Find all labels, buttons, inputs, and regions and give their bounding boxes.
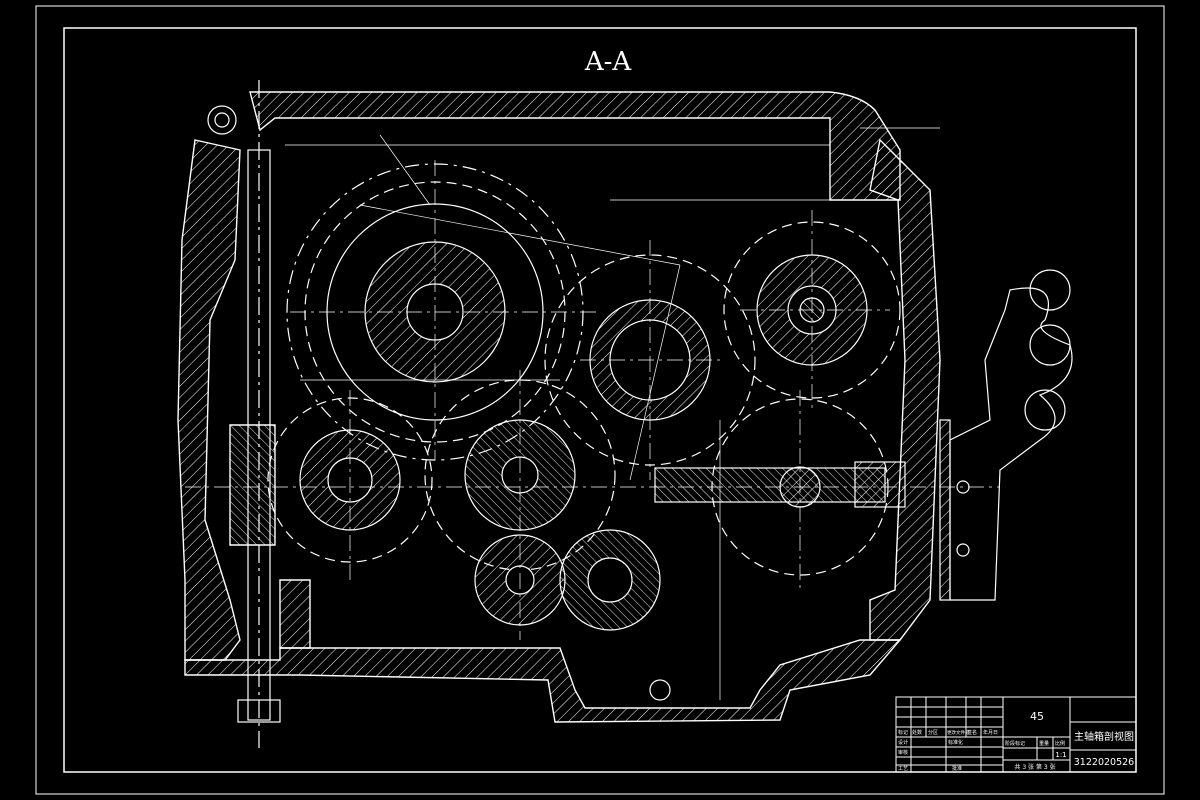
- role-review: 审核: [898, 749, 908, 756]
- main-shaft: [654, 461, 906, 508]
- hdr-sign: 签名: [967, 729, 977, 736]
- stage-weight: 重量: [1039, 740, 1049, 747]
- role-design: 设计: [898, 739, 908, 746]
- drawing-number: 3122020526: [1074, 757, 1134, 768]
- lever-assembly: [939, 269, 1073, 601]
- sheet-info: 共 3 张 第 3 张: [1014, 763, 1055, 771]
- outer-frame: [35, 5, 1165, 795]
- construction-lines: [185, 127, 1000, 700]
- stage-scale: 比例: [1055, 740, 1065, 747]
- material-text: 45: [1030, 710, 1044, 723]
- control-rod: [207, 80, 281, 748]
- inner-frame: [63, 27, 1137, 773]
- hdr-mark: 标记: [898, 729, 908, 736]
- scale-text: 1:1: [1055, 751, 1066, 759]
- hdr-zone: 分区: [928, 729, 938, 736]
- drawing-title: 主轴箱剖视图: [1074, 730, 1134, 743]
- hdr-date: 年月日: [983, 729, 998, 736]
- role-process: 工艺: [898, 766, 908, 772]
- title-block: [895, 696, 1137, 773]
- hdr-change: 更改文件号: [947, 729, 970, 736]
- gearbox-housing: [177, 91, 941, 723]
- stage-mark: 阶段标记: [1005, 740, 1025, 747]
- std-label: 标准化: [948, 739, 963, 746]
- approve-label: 批准: [952, 765, 962, 772]
- hdr-count: 处数: [912, 729, 922, 736]
- gear-bottom-pair: [474, 529, 671, 701]
- section-label: A-A: [584, 47, 633, 77]
